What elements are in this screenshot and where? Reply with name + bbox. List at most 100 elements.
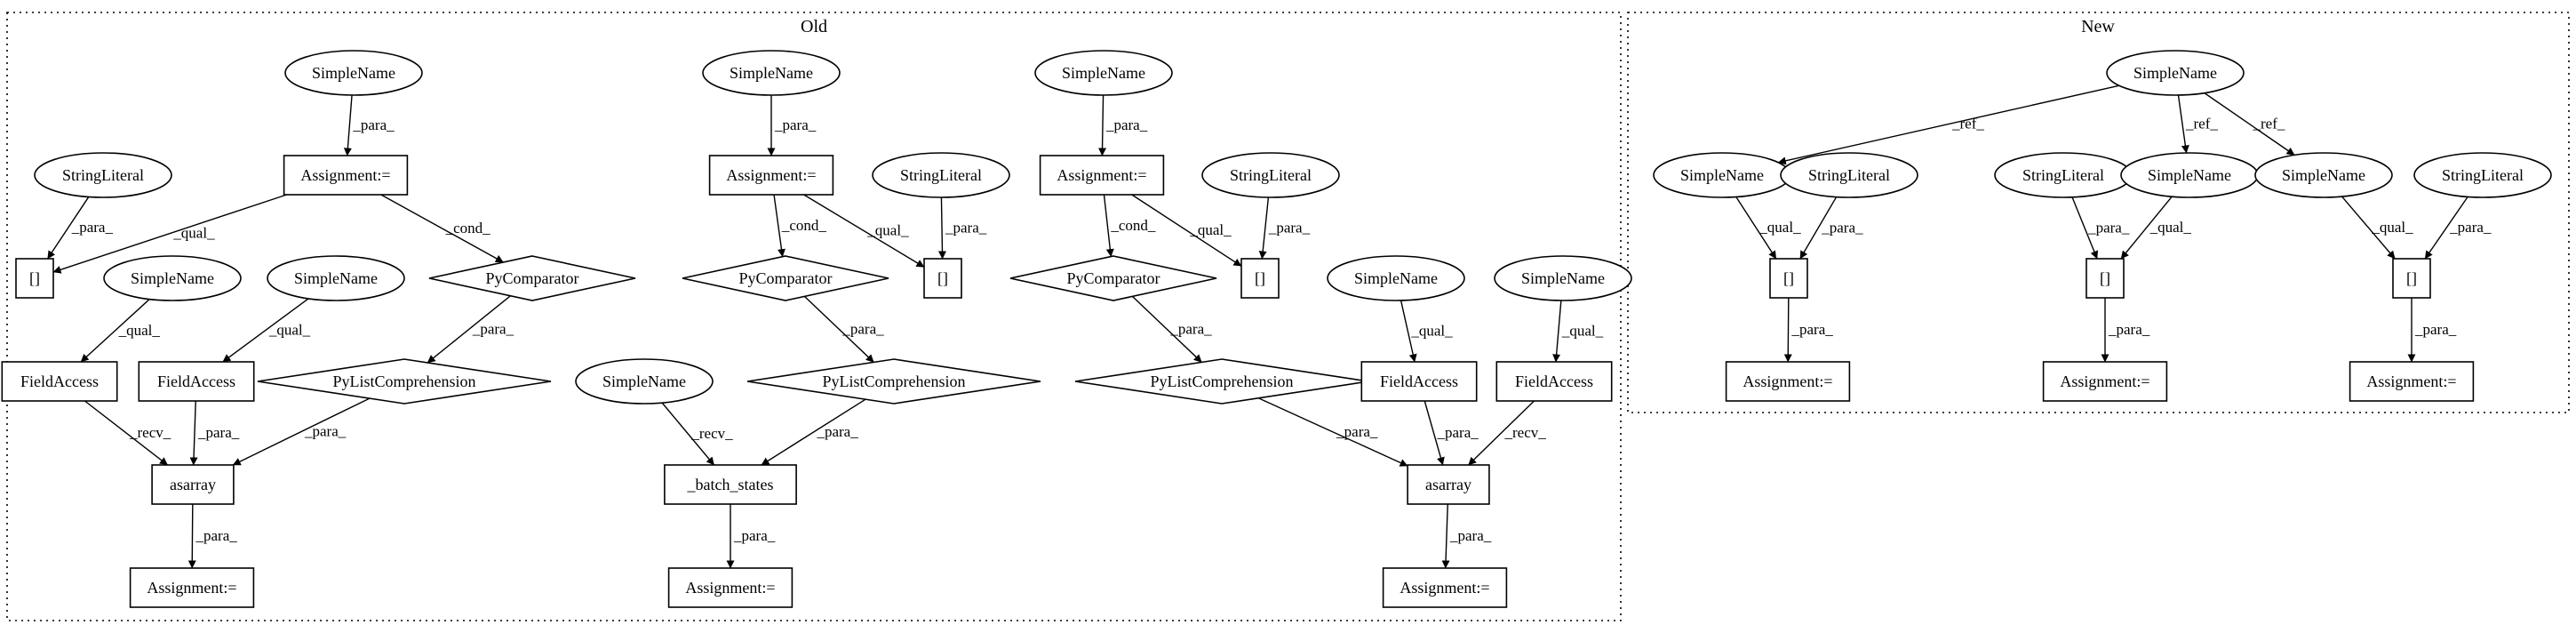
- node-shape-box: [667, 567, 794, 608]
- node-label: PyListComprehension: [1151, 373, 1294, 390]
- node-shape-box: [1240, 258, 1280, 299]
- node-shape-ellipse: [1034, 50, 1173, 96]
- node-n-idx3: []: [2392, 258, 2431, 299]
- edge-o_sl1-to-o_idx1: [47, 196, 90, 260]
- node-shape-ellipse: [2413, 152, 2552, 198]
- edge-o_pc2-to-o_plc2: [803, 295, 874, 363]
- node-n-sn2: SimpleName: [2120, 152, 2259, 198]
- node-shape-box: [1769, 258, 1808, 299]
- node-label: SimpleName: [1521, 269, 1605, 287]
- node-shape-box: [138, 361, 255, 402]
- node-n-asg3: Assignment:=: [2349, 361, 2475, 402]
- node-label: PyComparator: [739, 269, 833, 287]
- node-label: Assignment:=: [147, 579, 236, 597]
- node-o-asarray1: asarray: [151, 464, 235, 505]
- edge-label: _ref_: [2253, 116, 2285, 132]
- cluster-old-border: [6, 12, 1622, 621]
- node-o-asg3: Assignment:=: [1039, 155, 1165, 196]
- edge-label: _para_: [1449, 527, 1492, 544]
- edge-label: _recv_: [1504, 424, 1547, 441]
- node-shape-box: [1039, 155, 1165, 196]
- node-label: Assignment:=: [726, 166, 816, 184]
- node-shape-diamond: [428, 255, 636, 301]
- node-label: PyComparator: [1067, 269, 1160, 287]
- edge-label: _recv_: [129, 424, 171, 441]
- node-label: StringLiteral: [62, 166, 144, 184]
- edge-n_sn_top-to-n_sn3: [2204, 92, 2295, 156]
- edge-label: _para_: [1169, 320, 1212, 337]
- cluster-new: New: [1627, 12, 2570, 413]
- edge-o_asg2-to-o_pc2: [773, 194, 786, 258]
- node-shape-box: [2349, 361, 2475, 402]
- node-n-asg1: Assignment:=: [1725, 361, 1851, 402]
- edge-label: _para_: [1105, 116, 1148, 133]
- node-shape-ellipse: [284, 50, 423, 96]
- node-label: FieldAccess: [1515, 373, 1593, 390]
- edge-label: _cond_: [1110, 217, 1156, 234]
- edge-o_asg1-to-o_pc1: [380, 194, 504, 263]
- node-o-sl1: StringLiteral: [34, 152, 172, 198]
- edge-n_sn_top-to-n_sn2: [2177, 94, 2189, 154]
- node-n-sl3: StringLiteral: [2413, 152, 2552, 198]
- edge-label: _para_: [304, 423, 347, 440]
- edge-label: _para_: [2108, 321, 2150, 338]
- node-label: PyListComprehension: [823, 373, 966, 390]
- node-o-fa3: FieldAccess: [1360, 361, 1478, 402]
- node-o-sn-a: SimpleName: [103, 255, 242, 301]
- node-label: []: [1783, 269, 1794, 287]
- edge-label: _qual_: [866, 222, 909, 239]
- edge-o_fa3-to-o_asarray2: [1424, 400, 1445, 466]
- node-shape-ellipse: [1201, 152, 1340, 198]
- node-label: asarray: [1425, 476, 1471, 493]
- node-n-sn1: SimpleName: [1653, 152, 1791, 198]
- node-n-sl1: StringLiteral: [1780, 152, 1918, 198]
- node-shape-box: [151, 464, 235, 505]
- edge-label: _recv_: [690, 425, 733, 442]
- edge-o_fa1-to-o_asarray1: [84, 400, 168, 466]
- edge-o_sn_top3-to-o_asg3: [1098, 94, 1107, 156]
- node-shape-ellipse: [1494, 255, 1632, 301]
- edge-label: _qual_: [268, 321, 311, 338]
- edge-n_sn_top-to-n_sn1: [1777, 84, 2119, 165]
- node-o-batch: _batch_states: [664, 464, 797, 505]
- edge-label: _para_: [2087, 219, 2130, 236]
- edge-o_asg3-to-o_idx3: [1131, 194, 1242, 267]
- node-n-sn-top: SimpleName: [2106, 50, 2245, 96]
- node-shape-ellipse: [1780, 152, 1918, 198]
- edge-o_sn_c-to-o_batch: [661, 402, 715, 466]
- node-o-idx1: []: [15, 258, 54, 299]
- node-o-plc3: PyListComprehension: [1074, 358, 1369, 405]
- node-label: _batch_states: [687, 476, 774, 493]
- node-o-asg-bot2: Assignment:=: [667, 567, 794, 608]
- cluster-new-border: [1627, 12, 2570, 413]
- node-label: SimpleName: [730, 64, 813, 82]
- node-label: FieldAccess: [20, 373, 99, 390]
- edge-n_sl2-to-n_idx2: [2071, 196, 2099, 260]
- node-o-sn-top3: SimpleName: [1034, 50, 1173, 96]
- edge-label: _para_: [472, 320, 514, 337]
- node-label: SimpleName: [131, 269, 214, 287]
- node-shape-ellipse: [872, 152, 1010, 198]
- node-shape-box: [2042, 361, 2168, 402]
- node-label: SimpleName: [2148, 166, 2231, 184]
- node-n-idx2: []: [2086, 258, 2125, 299]
- node-shape-box: [1495, 361, 1613, 402]
- node-o-sn-top2: SimpleName: [702, 50, 841, 96]
- edge-o_pc3-to-o_plc3: [1131, 295, 1202, 363]
- edge-o_asarray2-to-o_asg_bot3: [1441, 503, 1450, 569]
- node-o-sn-b: SimpleName: [267, 255, 405, 301]
- node-n-idx1: []: [1769, 258, 1808, 299]
- node-shape-diamond: [1074, 358, 1369, 405]
- edge-n_sn1-to-n_idx1: [1735, 196, 1777, 260]
- node-shape-diamond: [1009, 255, 1217, 301]
- edge-n_sl3-to-n_idx3: [2424, 196, 2468, 260]
- edge-label: _para_: [841, 320, 884, 337]
- node-label: SimpleName: [312, 64, 395, 82]
- node-o-idx3: []: [1240, 258, 1280, 299]
- node-shape-ellipse: [702, 50, 841, 96]
- node-shape-ellipse: [103, 255, 242, 301]
- edge-label: _qual_: [1759, 219, 1801, 236]
- edge-label: _ref_: [1951, 116, 1984, 132]
- edge-label: _qual_: [1410, 322, 1453, 339]
- node-o-pc2: PyComparator: [682, 255, 889, 301]
